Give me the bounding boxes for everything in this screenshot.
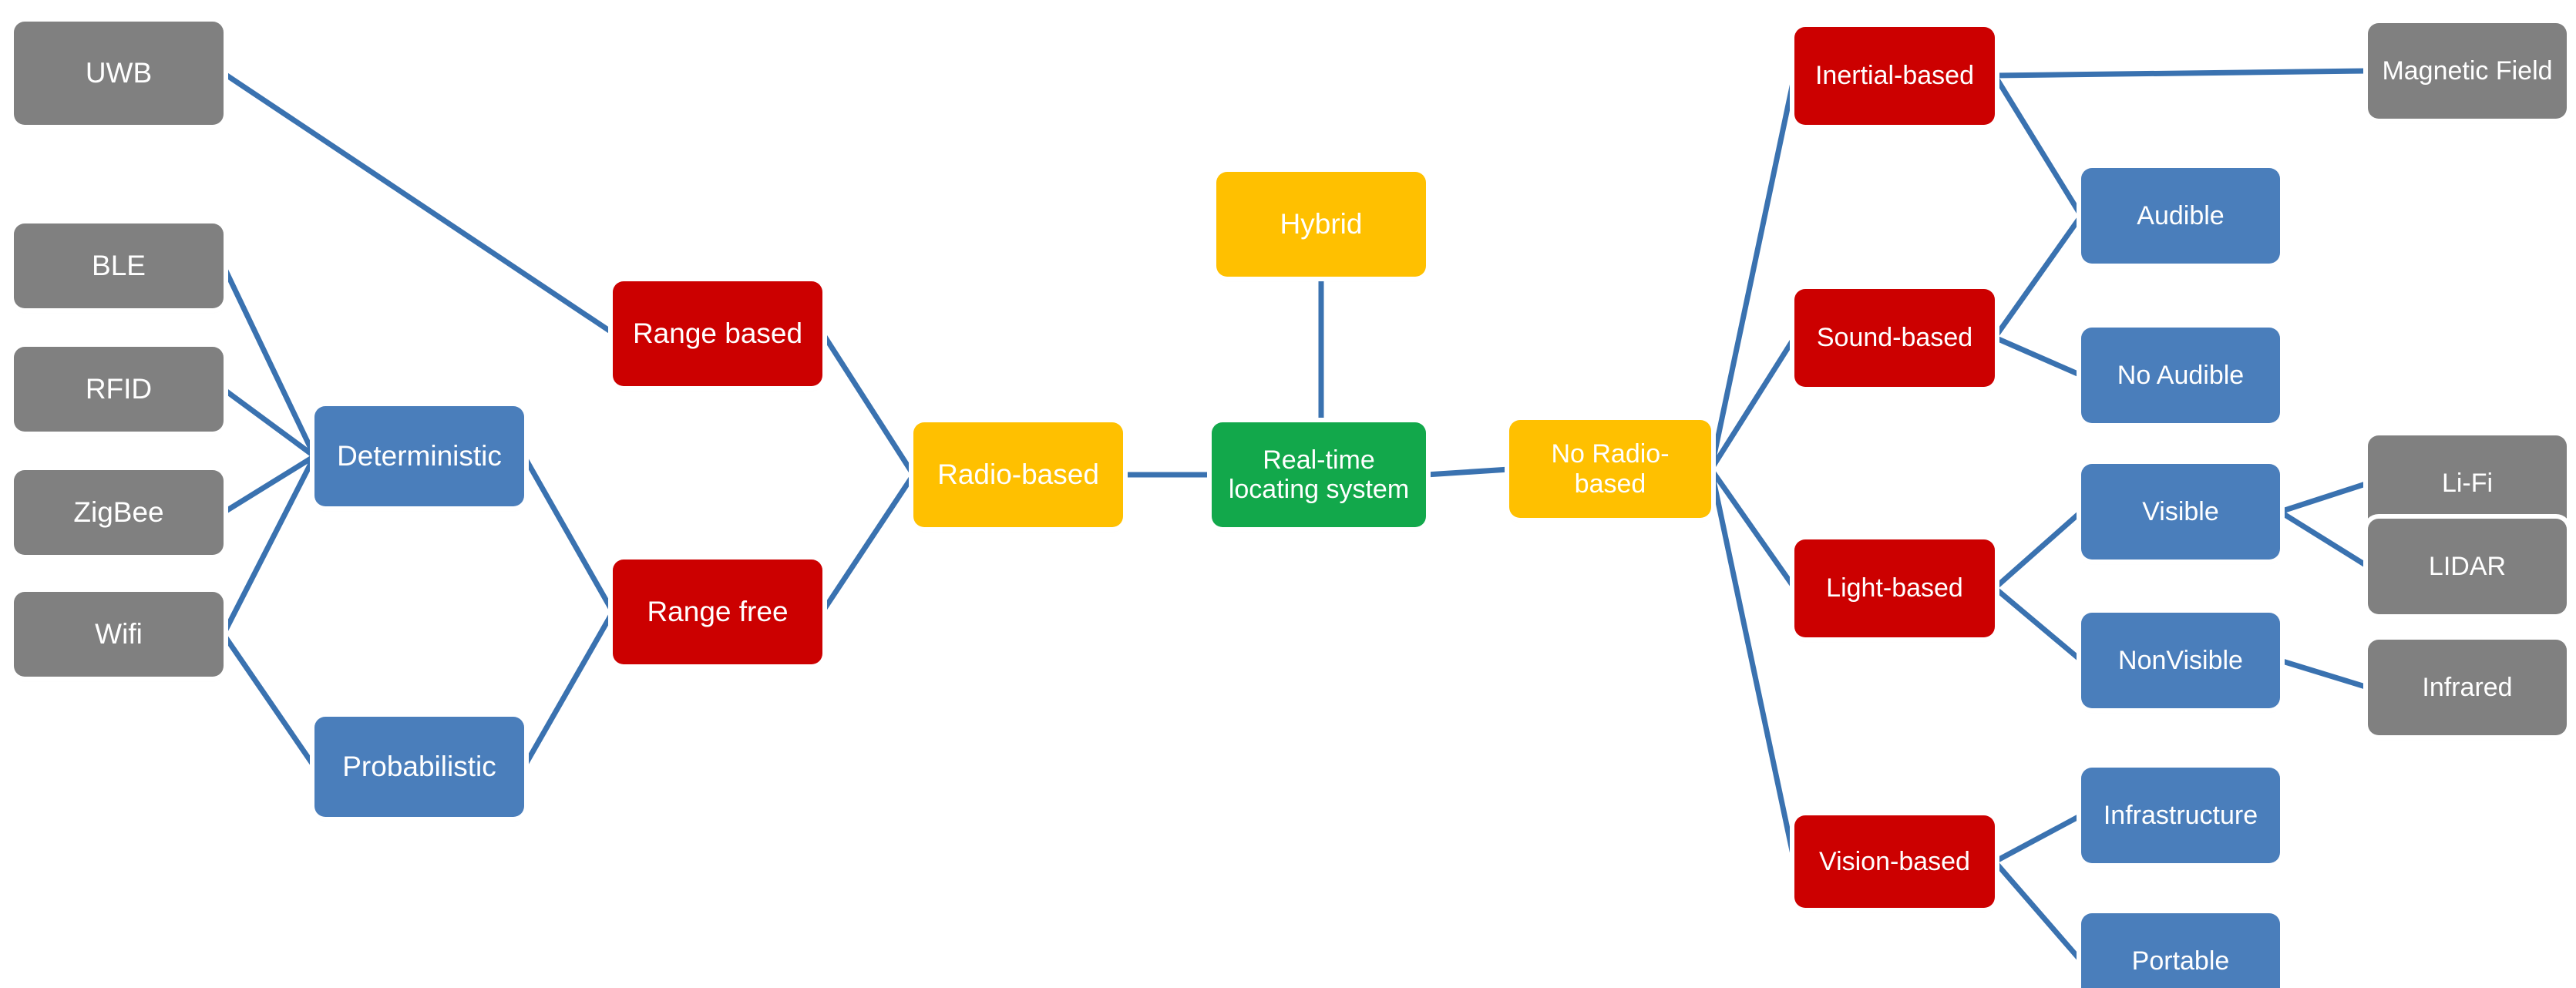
node-label-zigbee: ZigBee — [73, 496, 164, 529]
node-label-uwb: UWB — [85, 57, 153, 89]
edge-sound-based-to-audible — [1992, 213, 2084, 341]
node-label-infrastructure: Infrastructure — [2103, 800, 2258, 830]
node-range-based[interactable]: Range based — [613, 281, 822, 386]
edge-visible-to-lidar — [2277, 509, 2371, 570]
edge-no-radio-based-to-inertial-based — [1708, 72, 1797, 472]
node-label-light-based: Light-based — [1826, 573, 1963, 603]
node-label-magnetic-field: Magnetic Field — [2382, 55, 2553, 86]
node-audible[interactable]: Audible — [2081, 168, 2280, 264]
node-label-nonvisible: NonVisible — [2118, 645, 2243, 675]
edge-inertial-based-to-audible — [1992, 72, 2084, 219]
node-radio-based[interactable]: Radio-based — [913, 422, 1123, 527]
edge-rtls-to-no-radio-based — [1423, 466, 1512, 478]
edge-light-based-to-nonvisible — [1992, 585, 2084, 664]
edge-sound-based-to-no-audible — [1992, 334, 2084, 378]
node-label-probabilistic: Probabilistic — [342, 751, 496, 783]
node-uwb[interactable]: UWB — [14, 22, 224, 125]
node-label-wifi: Wifi — [95, 618, 143, 650]
node-label-deterministic: Deterministic — [337, 440, 502, 472]
node-label-hybrid: Hybrid — [1280, 208, 1363, 240]
node-rtls[interactable]: Real-time locating system — [1212, 422, 1426, 527]
edge-probabilistic-to-range-free — [521, 609, 616, 770]
node-portable[interactable]: Portable — [2081, 913, 2280, 988]
node-rfid[interactable]: RFID — [14, 347, 224, 432]
node-label-visible: Visible — [2142, 496, 2219, 526]
edge-rfid-to-deterministic — [220, 386, 318, 459]
node-label-lidar: LIDAR — [2428, 551, 2507, 581]
node-ble[interactable]: BLE — [14, 223, 224, 308]
edge-range-free-to-radio-based — [819, 472, 916, 615]
node-inertial-based[interactable]: Inertial-based — [1794, 27, 1995, 125]
node-range-free[interactable]: Range free — [613, 560, 822, 664]
node-label-rfid: RFID — [85, 373, 153, 405]
edge-vision-based-to-portable — [1992, 859, 2084, 964]
node-infrared[interactable]: Infrared — [2368, 640, 2567, 735]
edge-no-radio-based-to-sound-based — [1708, 334, 1797, 472]
node-label-portable: Portable — [2131, 946, 2230, 976]
node-infrastructure[interactable]: Infrastructure — [2081, 768, 2280, 863]
node-no-radio-based[interactable]: No Radio-based — [1509, 420, 1711, 518]
edge-inertial-based-to-magnetic-field — [1992, 68, 2371, 79]
node-label-no-radio-based: No Radio-based — [1551, 439, 1670, 499]
edge-deterministic-to-range-free — [521, 453, 616, 615]
edge-light-based-to-visible — [1992, 509, 2084, 591]
edge-nonvisible-to-infrared — [2277, 657, 2371, 691]
node-deterministic[interactable]: Deterministic — [314, 406, 524, 506]
node-lidar[interactable]: LIDAR — [2368, 519, 2567, 614]
node-nonvisible[interactable]: NonVisible — [2081, 613, 2280, 708]
node-wifi[interactable]: Wifi — [14, 592, 224, 677]
edge-range-based-to-radio-based — [819, 330, 916, 478]
node-label-vision-based: Vision-based — [1819, 846, 1970, 876]
edge-uwb-to-range-based — [220, 70, 616, 336]
edge-vision-based-to-infrastructure — [1992, 812, 2084, 865]
node-probabilistic[interactable]: Probabilistic — [314, 717, 524, 817]
node-label-no-audible: No Audible — [2117, 360, 2245, 390]
edge-no-radio-based-to-vision-based — [1708, 466, 1797, 865]
node-label-radio-based: Radio-based — [937, 459, 1099, 491]
node-label-ble: BLE — [92, 250, 146, 282]
node-hybrid[interactable]: Hybrid — [1216, 172, 1426, 277]
node-no-audible[interactable]: No Audible — [2081, 328, 2280, 423]
node-label-infrared: Infrared — [2422, 672, 2513, 702]
edge-visible-to-li-fi — [2277, 480, 2371, 515]
edge-ble-to-deterministic — [220, 263, 318, 459]
node-zigbee[interactable]: ZigBee — [14, 470, 224, 555]
node-label-sound-based: Sound-based — [1816, 323, 1973, 353]
node-label-range-free: Range free — [647, 596, 789, 628]
node-label-li-fi: Li-Fi — [2441, 468, 2494, 498]
node-label-inertial-based: Inertial-based — [1814, 61, 1974, 91]
node-label-rtls: Real-time locating system — [1228, 445, 1410, 504]
edge-wifi-to-deterministic — [220, 453, 318, 637]
node-vision-based[interactable]: Vision-based — [1794, 815, 1995, 908]
node-sound-based[interactable]: Sound-based — [1794, 289, 1995, 387]
node-li-fi[interactable]: Li-Fi — [2368, 435, 2567, 531]
edge-wifi-to-probabilistic — [220, 631, 318, 770]
edge-zigbee-to-deterministic — [220, 453, 318, 516]
node-magnetic-field[interactable]: Magnetic Field — [2368, 23, 2567, 119]
node-light-based[interactable]: Light-based — [1794, 539, 1995, 637]
node-visible[interactable]: Visible — [2081, 464, 2280, 560]
edge-no-radio-based-to-light-based — [1708, 466, 1797, 591]
node-label-audible: Audible — [2137, 200, 2225, 230]
node-label-range-based: Range based — [632, 318, 803, 350]
